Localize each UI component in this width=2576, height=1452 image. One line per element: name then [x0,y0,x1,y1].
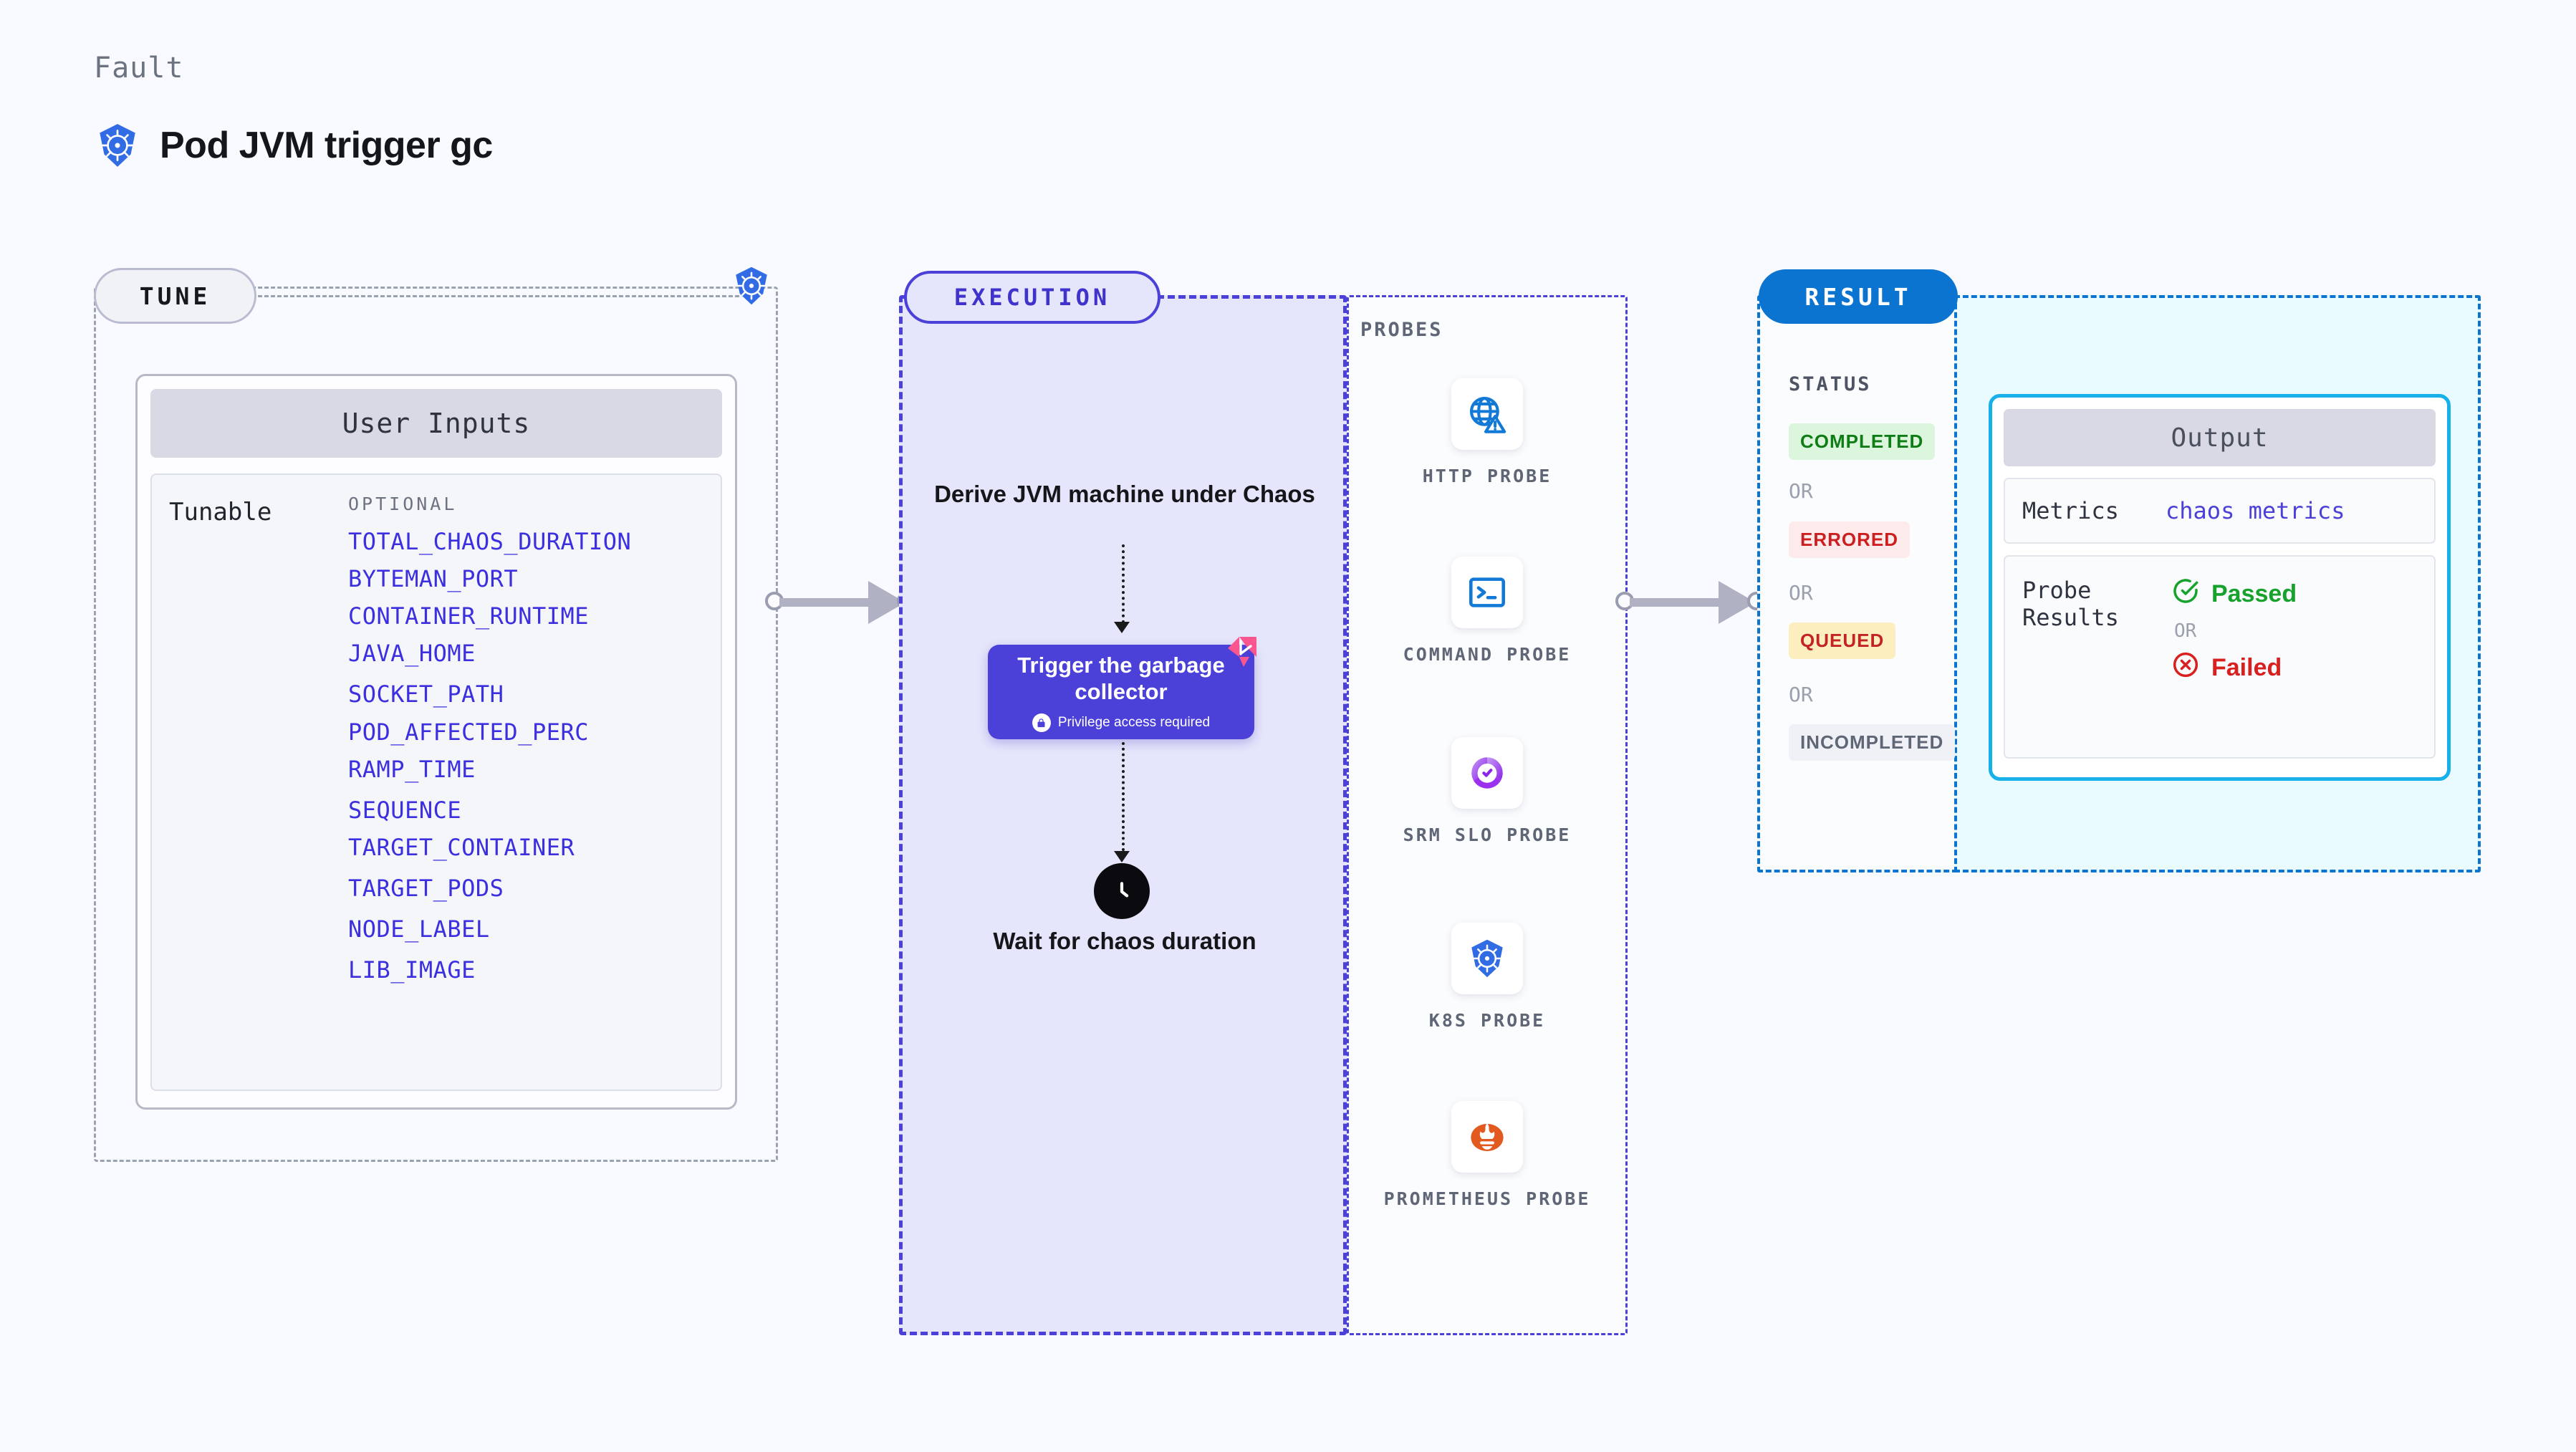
status-badge-incompleted: INCOMPLETED [1789,724,1956,761]
terminal-icon [1451,557,1523,628]
tunable-item[interactable]: POD_AFFECTED_PERC [348,718,590,746]
tunable-item[interactable]: LIB_IMAGE [348,956,476,984]
probe-verdict-list: Passed OR Failed [2166,577,2417,757]
fault-action-card[interactable]: Trigger the garbage collector Privilege … [988,645,1254,739]
kubernetes-icon [94,122,141,169]
tunable-item[interactable]: JAVA_HOME [348,640,476,668]
status-badge-completed: COMPLETED [1789,423,1936,460]
optional-group-label: OPTIONAL [348,494,458,514]
tunable-section: Tunable OPTIONAL TOTAL_CHAOS_DURATION BY… [150,473,722,1091]
probe-label: COMMAND PROBE [1403,644,1572,665]
page-title: Pod JVM trigger gc [160,125,493,166]
status-badge-errored: ERRORED [1789,521,1911,558]
tunable-item[interactable]: TOTAL_CHAOS_DURATION [348,528,632,555]
tunable-item[interactable]: CONTAINER_RUNTIME [348,602,590,630]
connector-tune-to-execution [765,580,915,624]
probe-label: K8S PROBE [1428,1010,1546,1031]
privilege-note-text: Privilege access required [1057,715,1211,731]
fault-action-title: Trigger the garbage collector [1017,652,1225,704]
lock-icon [1032,713,1051,733]
user-inputs-card: User Inputs Tunable OPTIONAL TOTAL_CHAOS… [135,374,737,1110]
tunable-item[interactable]: TARGET_CONTAINER [348,833,575,861]
execution-step-wait-duration: Wait for chaos duration [993,928,1256,954]
output-metrics-row: Metrics chaos metrics [2004,478,2436,544]
page-eyebrow: Fault [94,52,184,85]
probe-item-http[interactable]: HTTP PROBE [1347,378,1628,489]
probe-label: PROMETHEUS PROBE [1383,1188,1591,1209]
slo-gauge-icon [1451,737,1523,809]
flow-arrowhead [1114,851,1130,862]
globe-alert-icon [1451,378,1523,450]
metrics-key: Metrics [2022,496,2119,524]
user-inputs-header: User Inputs [150,389,722,458]
result-badge[interactable]: RESULT [1759,269,1958,324]
check-circle-icon [2171,577,2200,612]
metrics-value-link[interactable]: chaos metrics [2166,497,2345,524]
kubernetes-icon [731,265,772,309]
tunable-item[interactable]: TARGET_PODS [348,874,504,902]
or-separator: OR [1789,479,1813,503]
output-card: Output Metrics chaos metrics Probe Resul… [1989,394,2451,781]
probe-item-prometheus[interactable]: PROMETHEUS PROBE [1347,1101,1628,1211]
or-separator: OR [2174,620,2197,642]
tunable-item[interactable]: NODE_LABEL [348,915,490,943]
tune-connector-line [258,295,739,297]
privilege-note: Privilege access required [1032,713,1211,733]
probe-label: HTTP PROBE [1422,466,1552,486]
tunable-item[interactable]: RAMP_TIME [348,755,476,783]
tunable-item[interactable]: SEQUENCE [348,796,462,824]
tunable-item[interactable]: BYTEMAN_PORT [348,565,519,593]
status-badge-queued: QUEUED [1789,622,1896,659]
litmus-chaos-icon [1218,633,1261,678]
flow-dotted-line [1122,544,1125,623]
page-title-row: Pod JVM trigger gc [94,122,493,169]
or-separator: OR [1789,683,1813,706]
status-section-label: STATUS [1789,373,1872,395]
execution-step-derive-jvm: Derive JVM machine under Chaos [934,481,1315,507]
flow-dotted-line [1122,742,1125,857]
flow-arrowhead [1114,622,1130,633]
probe-verdict-passed: Passed [2171,577,2417,612]
output-probe-results-row: Probe Results Passed OR [2004,555,2436,759]
probe-label: SRM SLO PROBE [1403,824,1572,845]
kubernetes-icon [1451,923,1523,994]
output-header: Output [2004,409,2436,466]
prometheus-icon [1451,1101,1523,1173]
probe-verdict-failed: Failed [2171,650,2417,686]
or-separator: OR [1789,581,1813,605]
connector-probes-to-result [1615,580,1766,624]
probe-verdict-passed-label: Passed [2211,580,2297,607]
tune-region [94,287,778,1162]
probe-results-key: Probe Results [2022,577,2119,632]
probe-item-command[interactable]: COMMAND PROBE [1347,557,1628,667]
execution-badge[interactable]: EXECUTION [904,271,1160,324]
tunable-row-label: Tunable [169,498,272,527]
x-circle-icon [2171,650,2200,686]
probe-item-k8s[interactable]: K8S PROBE [1347,923,1628,1033]
tunable-list: OPTIONAL TOTAL_CHAOS_DURATION BYTEMAN_PO… [348,494,703,1071]
clock-icon [1094,863,1150,919]
probes-section-label: PROBES [1360,319,1443,341]
probe-verdict-failed-label: Failed [2211,654,2282,681]
probe-item-srm-slo[interactable]: SRM SLO PROBE [1347,737,1628,847]
tunable-item[interactable]: SOCKET_PATH [348,681,504,708]
tune-badge[interactable]: TUNE [94,268,256,324]
